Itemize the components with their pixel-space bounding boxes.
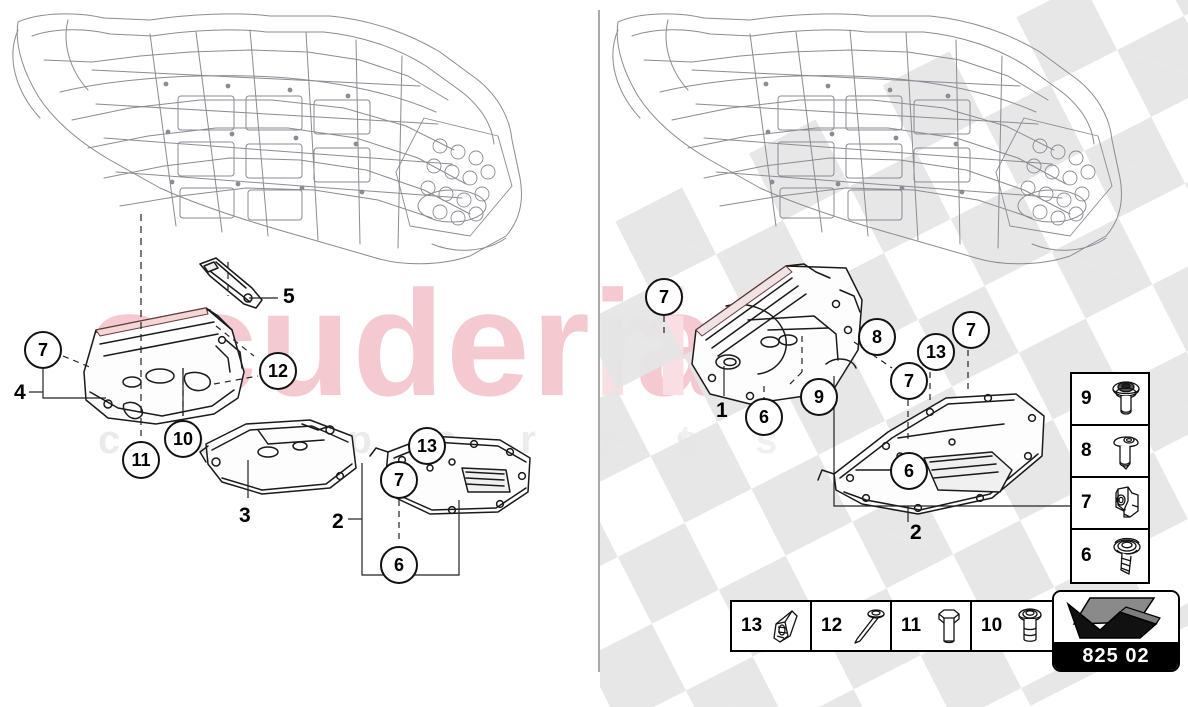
callout-balloon-7-left-b[interactable]: 7 (380, 461, 418, 499)
legend-number-11: 11 (901, 615, 922, 636)
legend-number-13: 13 (741, 615, 763, 636)
bracket-clip-icon (1103, 481, 1148, 525)
callout-balloon-7-right-c[interactable]: 7 (890, 362, 928, 400)
legend-cell-7[interactable]: 7 (1072, 478, 1148, 530)
part-number-label-4: 4 (14, 381, 26, 404)
clip-retainer-icon (763, 606, 810, 646)
legend-number-12: 12 (821, 615, 843, 636)
callout-balloon-9[interactable]: 9 (800, 378, 838, 416)
hex-head-bolt-icon (923, 606, 970, 646)
spiral-washer-screw-icon (1103, 534, 1148, 578)
callout-balloon-13-right[interactable]: 13 (917, 333, 955, 371)
legend-cell-13[interactable]: 13 (732, 602, 812, 650)
legend-cell-11[interactable]: 11 (892, 602, 972, 650)
callout-balloon-11[interactable]: 11 (122, 441, 160, 479)
callout-balloon-10[interactable]: 10 (164, 420, 202, 458)
ribbed-grommet-nut-icon (1003, 606, 1052, 646)
legend-number-7: 7 (1081, 492, 1092, 513)
part-group-badge[interactable]: 825 02 (1052, 590, 1180, 672)
part-number-label-3: 3 (239, 504, 251, 527)
part-number-label-5: 5 (283, 285, 295, 308)
callout-balloon-6-left[interactable]: 6 (380, 546, 418, 584)
group-code-text: 825 02 (1054, 642, 1178, 670)
legend-number-8: 8 (1081, 440, 1092, 461)
legend-cell-10[interactable]: 10 (972, 602, 1052, 650)
legend-cell-6[interactable]: 6 (1072, 530, 1148, 582)
part-number-label-2-left: 2 (332, 510, 344, 533)
legend-cell-9[interactable]: 9 (1072, 374, 1148, 426)
part-number-label-1: 1 (716, 399, 728, 422)
callout-balloon-6-right-a[interactable]: 6 (745, 398, 783, 436)
undertray-panel-icon (1054, 592, 1178, 642)
long-pin-rivet-icon (843, 606, 890, 646)
callout-balloon-7-left-a[interactable]: 7 (24, 331, 62, 369)
callout-balloon-13-left[interactable]: 13 (408, 427, 446, 465)
flat-head-push-pin-icon (1103, 429, 1148, 473)
legend-cell-8[interactable]: 8 (1072, 426, 1148, 478)
callout-balloon-12[interactable]: 12 (259, 352, 297, 390)
fastener-legend-right: 9 8 (1070, 372, 1150, 584)
part-number-label-2-right: 2 (910, 521, 922, 544)
panel-divider (598, 10, 600, 672)
callout-balloon-6-right-b[interactable]: 6 (890, 452, 928, 490)
legend-number-6: 6 (1081, 545, 1092, 566)
legend-cell-12[interactable]: 12 (812, 602, 892, 650)
left-panel-drawing (12, 13, 531, 576)
callout-balloon-7-right-a[interactable]: 7 (645, 278, 683, 316)
callout-balloon-7-right-b[interactable]: 7 (952, 311, 990, 349)
right-panel-drawing (612, 13, 1122, 522)
legend-number-9: 9 (1081, 388, 1092, 409)
fastener-legend-bottom: 13 12 (730, 600, 1054, 652)
legend-number-10: 10 (981, 615, 1003, 636)
callout-balloon-8[interactable]: 8 (858, 318, 896, 356)
domed-push-rivet-icon (1103, 377, 1148, 421)
